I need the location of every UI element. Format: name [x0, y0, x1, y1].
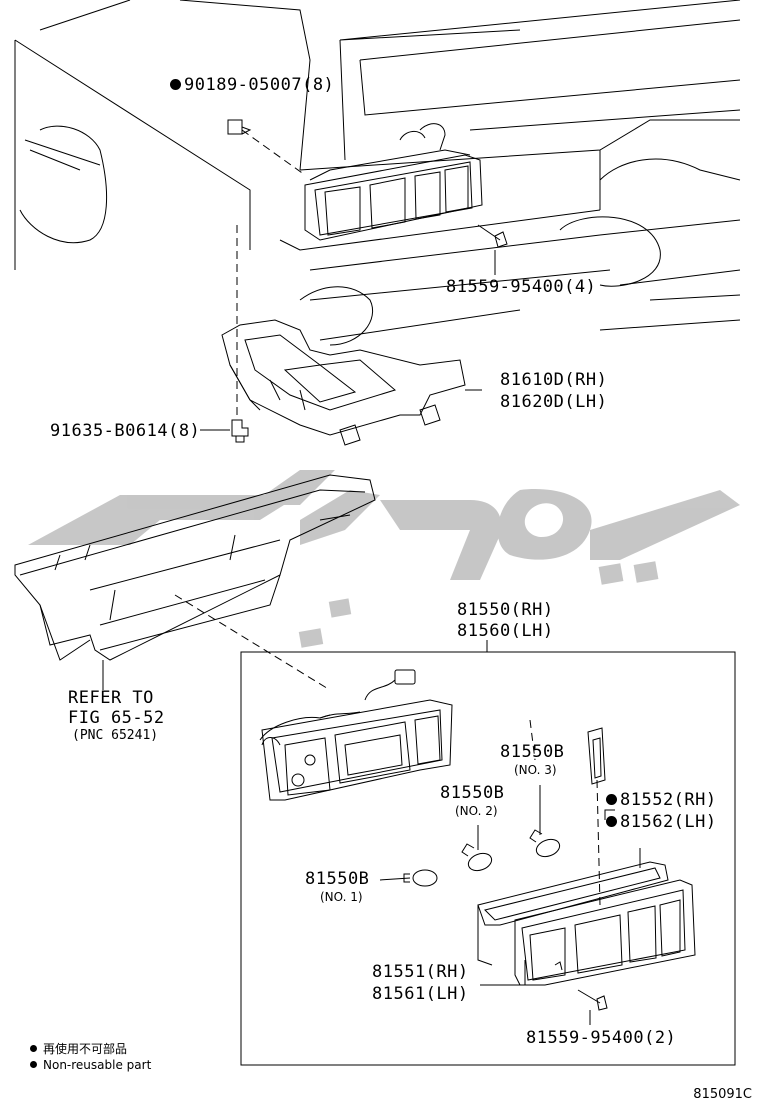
callout-bulb-no2: 81550B — [440, 783, 505, 803]
callout-bulb-no1-sub: (NO. 1) — [320, 890, 363, 904]
callout-refer-line3: (PNC 65241) — [72, 728, 159, 743]
bulb-no3-icon — [529, 829, 561, 858]
callout-refer-line1: REFER TO — [68, 688, 154, 708]
callout-gasket-lh: 81562(LH) — [606, 812, 717, 832]
callout-tap-screw-bottom: 81559-95400(2) — [526, 1028, 677, 1048]
callout-bulb-no1: 81550B — [305, 869, 370, 889]
rear-combination-lamp-upper — [304, 123, 483, 241]
legend-nonreusable-jp: 再使用不可部品 — [30, 1040, 127, 1057]
callout-screw-top: 90189-05007(8) — [170, 75, 334, 95]
callout-lens-lh: 81561(LH) — [372, 984, 469, 1004]
callout-bracket-lh: 81620D(LH) — [500, 392, 608, 412]
detail-box — [240, 651, 736, 1066]
callout-bulb-no3: 81550B — [500, 742, 565, 762]
gasket-icon — [477, 861, 669, 966]
callout-tap-screw-top: 81559-95400(4) — [446, 277, 597, 297]
bolt-icon — [231, 419, 249, 443]
lamp-housing — [259, 669, 453, 801]
nonreusable-dot-icon — [606, 794, 617, 805]
nonreusable-dot-icon — [170, 79, 181, 90]
callout-bulb-no2-sub: (NO. 2) — [455, 804, 498, 818]
figure-id: 815091C — [693, 1087, 752, 1102]
callout-bracket-rh: 81610D(RH) — [500, 370, 608, 390]
callout-refer-line2: FIG 65-52 — [68, 708, 165, 728]
vehicle-body-upper — [14, 0, 741, 346]
gasket-piece-icon — [587, 727, 606, 785]
callout-lamp-assy-lh: 81560(LH) — [457, 621, 554, 641]
callout-bolt: 91635-B0614(8) — [50, 421, 201, 441]
tap-screw-upper-icon — [477, 224, 508, 248]
callout-lamp-assy-rh: 81550(RH) — [457, 600, 554, 620]
bulb-no2-icon — [461, 843, 493, 872]
legend-nonreusable-en: Non-reusable part — [30, 1058, 151, 1072]
legend-dot-icon — [30, 1061, 37, 1068]
bulb-no1-icon — [403, 869, 438, 887]
callout-bulb-no3-sub: (NO. 3) — [514, 763, 557, 777]
lens-icon — [514, 879, 696, 986]
nonreusable-dot-icon — [606, 816, 617, 827]
callout-lens-rh: 81551(RH) — [372, 962, 469, 982]
guide-lines — [174, 129, 601, 906]
watermark-logo — [28, 470, 740, 648]
lamp-bracket — [221, 319, 466, 446]
rear-frame — [14, 474, 376, 661]
tap-screw-lower-icon — [577, 989, 608, 1011]
callout-gasket-rh: 81552(RH) — [606, 790, 717, 810]
legend-dot-icon — [30, 1045, 37, 1052]
screw-top-icon — [227, 119, 252, 135]
